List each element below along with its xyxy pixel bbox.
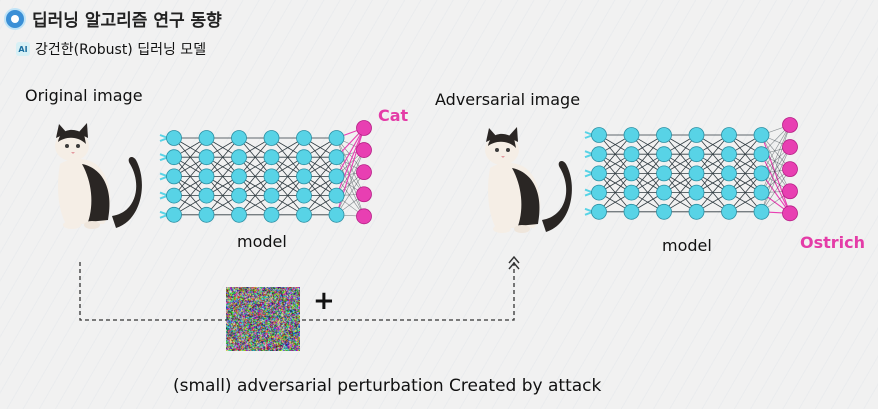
left-hidden-node [166, 206, 182, 223]
right-hidden-node [721, 146, 737, 163]
left-output-node [356, 208, 372, 225]
slide-subtitle: 강건한(Robust) 딥러닝 모델 [35, 42, 207, 58]
original-image-label: Original image [25, 86, 143, 105]
right-output-node [782, 117, 798, 133]
left-output-node [356, 120, 372, 136]
left-output-node [356, 186, 372, 203]
right-hidden-node [656, 184, 672, 201]
left-hidden-node [198, 168, 215, 185]
left-hidden-node [231, 187, 247, 204]
left-hidden-node [328, 149, 345, 166]
left-hidden-node [263, 187, 280, 204]
adversarial-image-label: Adversarial image [435, 90, 581, 109]
left-hidden-node [296, 130, 312, 146]
left-hidden-node [328, 168, 345, 185]
right-hidden-node [721, 184, 737, 201]
left-hidden-node [263, 206, 280, 223]
left-hidden-node [198, 130, 215, 146]
cat-output-label: Cat [378, 106, 409, 125]
ai-badge-icon: AI [16, 42, 30, 56]
right-hidden-node [688, 184, 705, 201]
right-hidden-node [591, 184, 607, 201]
left-hidden-node [296, 187, 312, 204]
right-hidden-node [656, 146, 672, 163]
left-hidden-node [231, 168, 247, 185]
right-hidden-node [623, 184, 640, 201]
right-hidden-node [753, 146, 770, 163]
left-hidden-node [166, 130, 182, 146]
right-hidden-node [591, 146, 607, 163]
title-bullet-icon [6, 9, 24, 28]
left-hidden-node [231, 149, 247, 166]
left-hidden-node [263, 168, 280, 185]
right-hidden-node [623, 203, 640, 220]
left-neural-network [159, 120, 372, 225]
slide-title: 딥러닝 알고리즘 연구 동향 [32, 11, 222, 31]
right-hidden-node [591, 203, 607, 220]
right-model-label: model [662, 236, 712, 255]
right-hidden-node [591, 127, 607, 143]
original-cat-image [55, 123, 142, 229]
right-hidden-node [656, 203, 672, 220]
double-up-arrow-icon [508, 255, 520, 270]
adversarial-cat-image [485, 127, 572, 233]
left-hidden-node [166, 149, 182, 166]
left-hidden-node [296, 149, 312, 166]
right-hidden-node [721, 127, 737, 143]
left-hidden-node [231, 206, 247, 223]
right-hidden-node [623, 165, 640, 182]
adversarial-noise-image [226, 287, 300, 351]
left-hidden-node [166, 168, 182, 185]
left-hidden-node [198, 206, 215, 223]
right-hidden-node [688, 165, 705, 182]
right-hidden-node [753, 127, 770, 143]
left-hidden-node [231, 130, 247, 146]
left-hidden-node [198, 149, 215, 166]
right-hidden-node [721, 165, 737, 182]
right-output-node [782, 183, 798, 200]
right-hidden-node [656, 127, 672, 143]
slide-subheader: AI 강건한(Robust) 딥러닝 모델 [16, 39, 206, 59]
left-hidden-node [328, 206, 345, 223]
plus-sign: + [313, 286, 335, 316]
perturbation-caption: (small) adversarial perturbation Created… [173, 376, 602, 396]
right-hidden-node [656, 165, 672, 182]
right-hidden-node [591, 165, 607, 182]
right-hidden-node [753, 184, 770, 201]
left-hidden-node [296, 168, 312, 185]
left-hidden-node [328, 130, 345, 146]
left-hidden-node [263, 149, 280, 166]
right-hidden-node [623, 127, 640, 143]
left-hidden-node [296, 206, 312, 223]
left-output-node [356, 142, 372, 158]
left-model-label: model [237, 232, 287, 251]
right-output-node [782, 205, 798, 222]
left-output-node [356, 164, 372, 181]
left-hidden-node [263, 130, 280, 146]
right-neural-network [584, 117, 798, 222]
right-output-node [782, 139, 798, 155]
left-hidden-node [166, 187, 182, 204]
ostrich-output-label: Ostrich [800, 233, 866, 252]
left-hidden-node [328, 187, 345, 204]
right-hidden-node [688, 146, 705, 163]
right-hidden-node [623, 146, 640, 163]
right-output-node [782, 161, 798, 178]
left-hidden-node [198, 187, 215, 204]
right-hidden-node [688, 203, 705, 220]
right-hidden-node [688, 127, 705, 143]
slide-header: 딥러닝 알고리즘 연구 동향 [6, 6, 222, 31]
right-hidden-node [753, 203, 770, 220]
right-hidden-node [753, 165, 770, 182]
right-hidden-node [721, 203, 737, 220]
